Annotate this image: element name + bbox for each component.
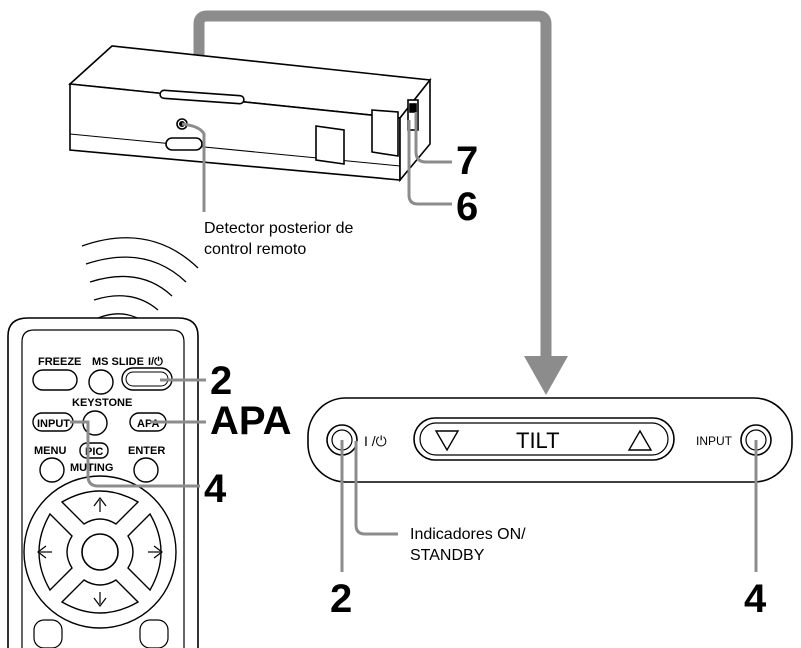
panel-power-label: I /⏻ bbox=[364, 433, 387, 449]
up-arrow-icon bbox=[93, 497, 107, 507]
remote-input-label: INPUT bbox=[37, 418, 70, 430]
callout-number-7: 7 bbox=[456, 139, 478, 183]
remote-apa-label: APA bbox=[137, 418, 159, 430]
panel-callout-input: 4 bbox=[744, 577, 767, 621]
remote-callout-power: 2 bbox=[210, 359, 232, 403]
tilt-down-icon[interactable] bbox=[434, 430, 460, 452]
remote-label-enter: ENTER bbox=[128, 445, 165, 457]
callout-rear-detector-line2: control remoto bbox=[204, 241, 306, 258]
remote-ms-slide-button[interactable] bbox=[88, 369, 114, 395]
remote-label-muting: MUTING bbox=[70, 462, 113, 474]
panel-callout-power: 2 bbox=[330, 577, 352, 621]
callout-rear-detector-line1: Detector posterior de bbox=[204, 220, 354, 237]
remote-menu-button[interactable] bbox=[39, 457, 65, 483]
left-arrow-icon bbox=[37, 545, 47, 559]
panel-tilt-label: TILT bbox=[516, 428, 560, 453]
leader-remote-input bbox=[70, 420, 200, 488]
remote-enter-button[interactable] bbox=[133, 457, 159, 483]
control-panel: I /⏻ TILT INPUT bbox=[307, 397, 793, 483]
leader-6 bbox=[407, 120, 452, 206]
leader-rear-detector bbox=[181, 122, 206, 212]
remote-signal-waves bbox=[81, 237, 199, 323]
leader-7 bbox=[414, 112, 452, 164]
callout-indicators-line1: Indicadores ON/ bbox=[410, 526, 526, 543]
panel-input-label: INPUT bbox=[696, 434, 733, 448]
remote-dpad-right[interactable] bbox=[127, 512, 162, 592]
callout-number-6: 6 bbox=[456, 185, 478, 229]
remote-label-freeze: FREEZE bbox=[38, 356, 81, 368]
remote-label-menu: MENU bbox=[34, 445, 66, 457]
remote-dpad-center[interactable] bbox=[81, 533, 119, 571]
projector bbox=[68, 45, 432, 183]
leader-panel-indicators bbox=[354, 441, 398, 536]
connection-arrow bbox=[193, 10, 552, 360]
callout-indicators-line2: STANDBY bbox=[410, 547, 485, 564]
connection-arrow-head bbox=[524, 356, 568, 395]
remote-callout-apa: APA bbox=[210, 399, 291, 443]
remote-freeze-button[interactable] bbox=[32, 369, 78, 391]
remote-control: FREEZE MS SLIDE I/⏻ KEYSTONE INPUT APA M… bbox=[7, 317, 199, 648]
tilt-up-icon[interactable] bbox=[627, 429, 653, 451]
right-arrow-icon bbox=[153, 545, 163, 559]
remote-label-keystone: KEYSTONE bbox=[72, 397, 132, 409]
panel-tilt-rocker[interactable] bbox=[413, 417, 675, 461]
remote-pic-label: PIC bbox=[85, 446, 103, 458]
remote-dpad-left[interactable] bbox=[38, 512, 73, 592]
remote-callout-input: 4 bbox=[204, 467, 227, 511]
down-arrow-icon bbox=[93, 597, 107, 607]
remote-label-power: I/⏻ bbox=[148, 355, 163, 368]
remote-label-ms-slide: MS SLIDE bbox=[92, 356, 144, 368]
